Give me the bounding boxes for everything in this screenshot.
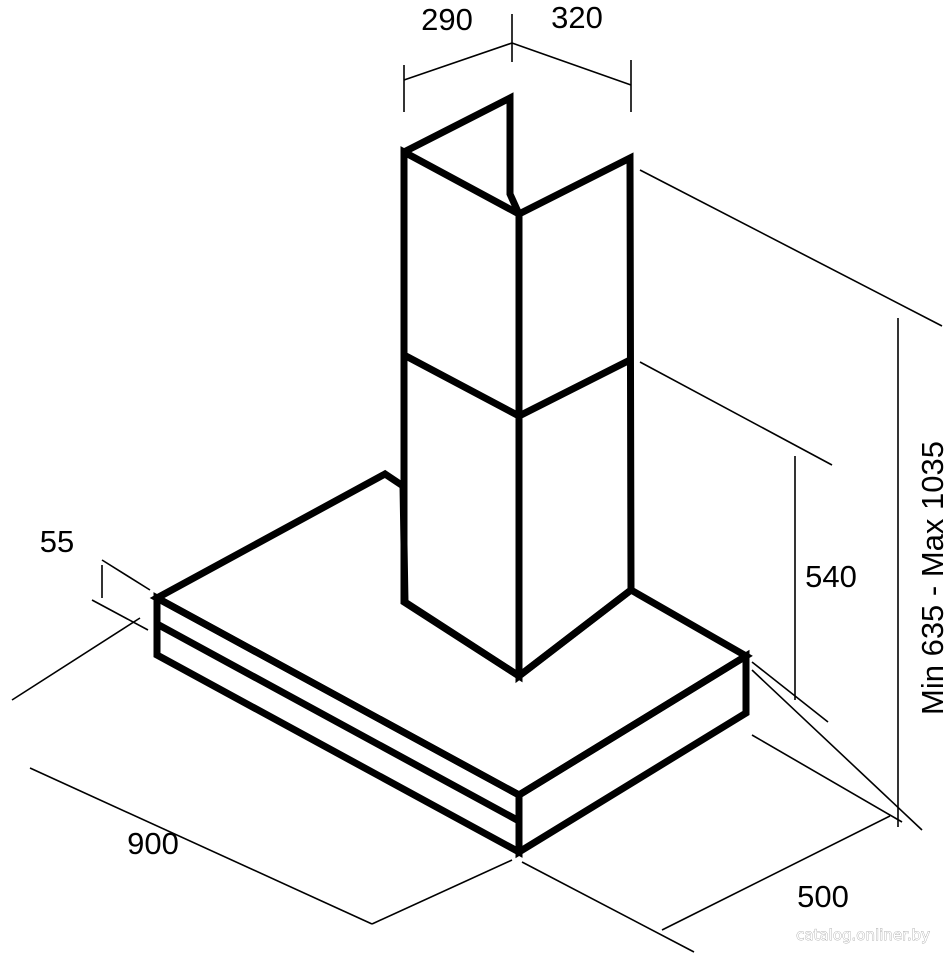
dim-label-320: 320 [551, 0, 603, 35]
chimney-front-face [400, 146, 523, 683]
watermark: catalog.onliner.by [796, 926, 930, 944]
canopy-side [515, 649, 750, 859]
chimney-joint [400, 351, 634, 420]
dim-label-height-range: Min 635 - Max 1035 [915, 441, 950, 715]
dim-label-540: 540 [805, 559, 857, 594]
hood-drawing [149, 92, 753, 859]
canopy-front-groove [153, 620, 523, 825]
chimney-top-opening [400, 92, 523, 218]
dim-label-290: 290 [421, 2, 473, 37]
dim-label-500: 500 [797, 879, 849, 914]
dim-label-55: 55 [40, 524, 74, 559]
dimension-lines [11, 14, 943, 953]
chimney-side-face [515, 152, 635, 684]
dim-label-900: 900 [127, 826, 179, 861]
